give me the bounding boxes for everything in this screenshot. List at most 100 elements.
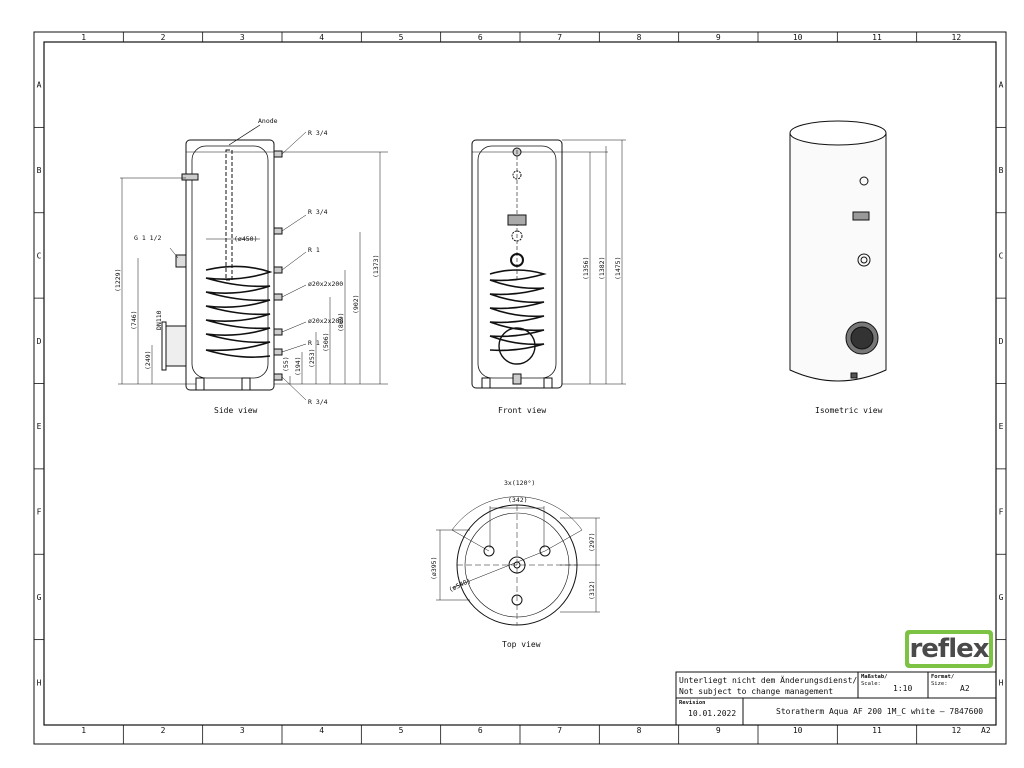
zone-label: B	[999, 166, 1004, 175]
zone-label: A	[37, 81, 42, 90]
zone-label: 5	[399, 726, 404, 735]
zone-label: 7	[557, 33, 562, 42]
zone-label: H	[999, 678, 1004, 687]
zone-label: 3	[240, 726, 245, 735]
zone-label: 1	[81, 33, 86, 42]
zone-label: 6	[478, 33, 483, 42]
scale-value: 1:10	[893, 684, 913, 693]
front-view	[471, 139, 626, 389]
zone-label: E	[999, 422, 1004, 431]
zone-label: 9	[716, 726, 721, 735]
zone-label: G	[37, 593, 42, 602]
format-value: A2	[960, 684, 970, 693]
zone-label: 11	[872, 33, 882, 42]
isometric-view	[789, 120, 887, 382]
label-r1-upper: R 1	[308, 246, 320, 254]
revision-label: Revision	[679, 700, 706, 706]
dim-506: (506)	[322, 332, 330, 352]
zone-label: 7	[557, 726, 562, 735]
title-block-frame	[675, 671, 997, 726]
label-r34-top: R 3/4	[308, 129, 328, 137]
zone-label: A	[999, 81, 1004, 90]
dim-1475: (1475)	[614, 257, 622, 280]
reflex-logo: reflex	[905, 630, 993, 668]
notice-de: Unterliegt nicht dem Änderungsdienst/	[679, 676, 858, 685]
dim-746: (746)	[130, 310, 138, 330]
label-dia450: (ø450)	[234, 235, 257, 243]
dim-902: (902)	[352, 294, 360, 314]
dim-1373: (1373)	[372, 255, 380, 278]
dim-1229: (1229)	[114, 269, 122, 292]
caption-front-view: Front view	[498, 406, 546, 415]
anode-rod	[225, 149, 233, 281]
zone-label: 8	[637, 726, 642, 735]
zone-label: 4	[319, 726, 324, 735]
zone-label: B	[37, 166, 42, 175]
dn110-flange	[165, 325, 187, 367]
dim-253: (253)	[308, 348, 316, 368]
zone-label: 2	[161, 33, 166, 42]
notice-en: Not subject to change management	[679, 687, 834, 696]
zone-label: 10	[793, 33, 803, 42]
top-view	[436, 496, 600, 626]
format-label-de: Format/	[931, 674, 955, 680]
iso-tank-shell	[789, 133, 887, 382]
caption-top-view: Top view	[502, 640, 541, 649]
dim-249: (249)	[144, 350, 152, 370]
logo-text: reflex	[909, 634, 989, 664]
zone-label: 8	[637, 33, 642, 42]
format-label-en: Size:	[931, 681, 948, 687]
caption-side-view: Side view	[214, 406, 258, 415]
product-title: Storatherm Aqua AF 200 1M_C white – 7847…	[776, 707, 984, 716]
zone-label: 12	[952, 726, 962, 735]
label-coil-lower: ø20x2x200	[308, 317, 343, 325]
label-r34-bottom: R 3/4	[308, 398, 328, 406]
dim-869: (869)	[337, 312, 345, 332]
label-angle: 3x(120°)	[504, 479, 535, 487]
label-r1-lower: R 1	[308, 339, 320, 347]
zone-label: E	[37, 422, 42, 431]
side-tank-body	[185, 139, 275, 391]
label-dn110: DN110	[155, 310, 163, 330]
zone-label: 1	[81, 726, 86, 735]
zone-label: 5	[399, 33, 404, 42]
scale-label-de: Maßstab/	[861, 674, 888, 680]
label-coil-upper: ø20x2x200	[308, 280, 343, 288]
label-r34-mid: R 3/4	[308, 208, 328, 216]
zone-label: 9	[716, 33, 721, 42]
label-dia395: (ø395)	[430, 557, 438, 580]
zone-label: 12	[952, 33, 962, 42]
zone-label: 2	[161, 726, 166, 735]
label-297: (297)	[588, 532, 596, 552]
zone-label: D	[999, 337, 1004, 346]
front-heat-coil	[489, 269, 547, 352]
zone-label: C	[999, 251, 1004, 260]
label-anode: Anode	[258, 117, 278, 125]
size-corner: A2	[981, 726, 991, 735]
zone-label: F	[37, 508, 42, 517]
label-dia540: (ø540)	[447, 577, 472, 594]
revision-date: 10.01.2022	[688, 709, 737, 718]
dim-1356: (1356)	[582, 257, 590, 280]
zone-ticks	[34, 32, 1006, 744]
scale-label-en: Scale:	[861, 681, 881, 687]
zone-label: 11	[872, 726, 882, 735]
zone-label: 3	[240, 33, 245, 42]
zone-label: D	[37, 337, 42, 346]
zone-label: 10	[793, 726, 803, 735]
zone-label: H	[37, 678, 42, 687]
side-heat-coil	[205, 265, 273, 358]
label-342: (342)	[508, 496, 528, 504]
caption-isometric-view: Isometric view	[815, 406, 883, 415]
label-312: (312)	[588, 580, 596, 600]
side-view	[118, 124, 388, 401]
dim-1382: (1382)	[598, 257, 606, 280]
front-flange	[498, 327, 536, 365]
zone-label: C	[37, 251, 42, 260]
zone-label: 6	[478, 726, 483, 735]
label-g112: G 1 1/2	[134, 234, 161, 242]
dim-194: (194)	[294, 356, 302, 376]
dim-55: (55)	[282, 356, 290, 372]
